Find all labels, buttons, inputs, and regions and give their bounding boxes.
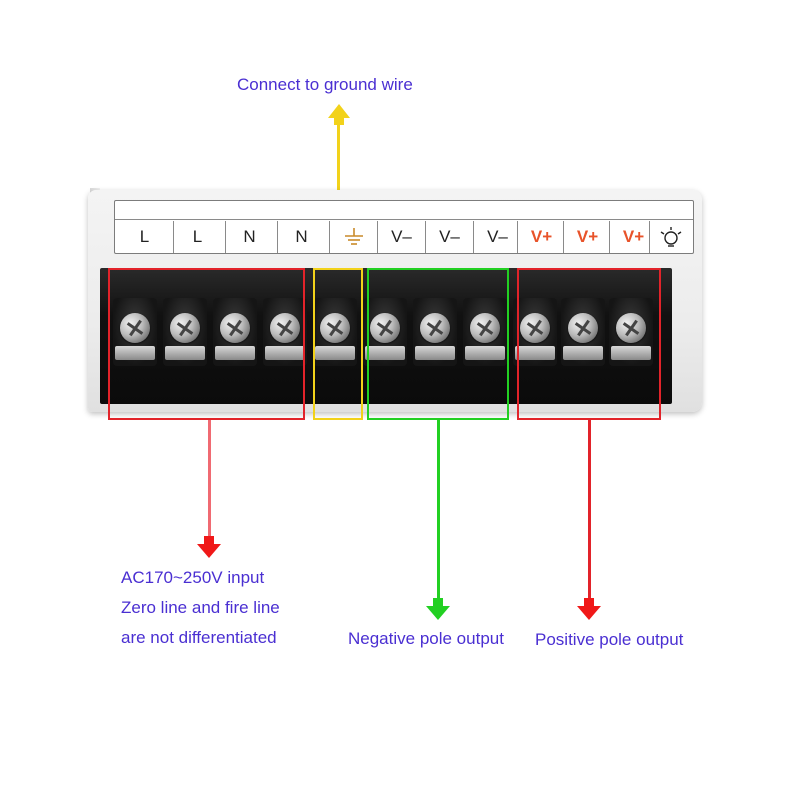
ac-input-arrow-icon bbox=[197, 544, 221, 558]
label-Vneg2: V– bbox=[425, 221, 473, 253]
negative-callout: Negative pole output bbox=[348, 629, 504, 648]
ground-highlight-box bbox=[313, 268, 363, 420]
ac-input-highlight-box bbox=[108, 268, 305, 420]
terminal-screw[interactable] bbox=[320, 313, 350, 343]
ground-arrow-icon bbox=[328, 104, 350, 118]
terminal-clamp bbox=[611, 346, 651, 360]
negative-arrow-stem bbox=[433, 598, 443, 606]
negative-connector-line bbox=[437, 420, 440, 600]
label-Vneg3: V– bbox=[473, 221, 521, 253]
terminal-clamp bbox=[265, 346, 305, 360]
terminal-clamp bbox=[165, 346, 205, 360]
ac-input-callout-line2: Zero line and fire line bbox=[121, 598, 280, 617]
positive-highlight-box bbox=[517, 268, 661, 420]
terminal-clamp bbox=[415, 346, 455, 360]
negative-arrow-icon bbox=[426, 606, 450, 620]
label-Vneg1: V– bbox=[377, 221, 425, 253]
negative-highlight-box bbox=[367, 268, 509, 420]
label-N2: N bbox=[277, 221, 325, 253]
terminal-screw[interactable] bbox=[220, 313, 250, 343]
terminal-clamp bbox=[515, 346, 555, 360]
label-lamp bbox=[649, 221, 692, 253]
label-Vpos2: V+ bbox=[563, 221, 611, 253]
label-Vpos3: V+ bbox=[609, 221, 657, 253]
label-ground bbox=[329, 221, 377, 253]
label-L2: L bbox=[173, 221, 221, 253]
terminal-screw[interactable] bbox=[520, 313, 550, 343]
label-L1: L bbox=[139, 227, 150, 246]
terminal-clamp bbox=[315, 346, 355, 360]
terminal-clamp bbox=[215, 346, 255, 360]
terminal-label-strip: L L N N V– V– V– V+ V+ V+ bbox=[114, 200, 694, 254]
label-N1: N bbox=[225, 221, 273, 253]
ac-input-arrow-stem bbox=[204, 536, 214, 544]
terminal-clamp bbox=[563, 346, 603, 360]
ac-input-connector-line bbox=[208, 420, 211, 538]
terminal-clamp bbox=[365, 346, 405, 360]
ground-callout: Connect to ground wire bbox=[237, 75, 413, 94]
label-Vpos1: V+ bbox=[517, 221, 565, 253]
positive-arrow-stem bbox=[584, 598, 594, 606]
ac-input-callout-line3: are not differentiated bbox=[121, 628, 277, 647]
terminal-screw[interactable] bbox=[270, 313, 300, 343]
positive-connector-line bbox=[588, 420, 591, 600]
terminal-screw[interactable] bbox=[370, 313, 400, 343]
ground-arrow-stem bbox=[334, 117, 344, 125]
terminal-screw[interactable] bbox=[616, 313, 646, 343]
lamp-icon bbox=[660, 227, 682, 247]
positive-arrow-icon bbox=[577, 606, 601, 620]
terminal-screw[interactable] bbox=[420, 313, 450, 343]
terminal-clamp bbox=[115, 346, 155, 360]
terminal-screw[interactable] bbox=[568, 313, 598, 343]
terminal-screw[interactable] bbox=[170, 313, 200, 343]
terminal-screw[interactable] bbox=[470, 313, 500, 343]
ac-input-callout-line1: AC170~250V input bbox=[121, 568, 265, 587]
ground-symbol-icon bbox=[344, 228, 363, 245]
terminal-screw[interactable] bbox=[120, 313, 150, 343]
terminal-clamp bbox=[465, 346, 505, 360]
label-strip-rule bbox=[115, 219, 693, 220]
positive-callout: Positive pole output bbox=[535, 630, 684, 649]
